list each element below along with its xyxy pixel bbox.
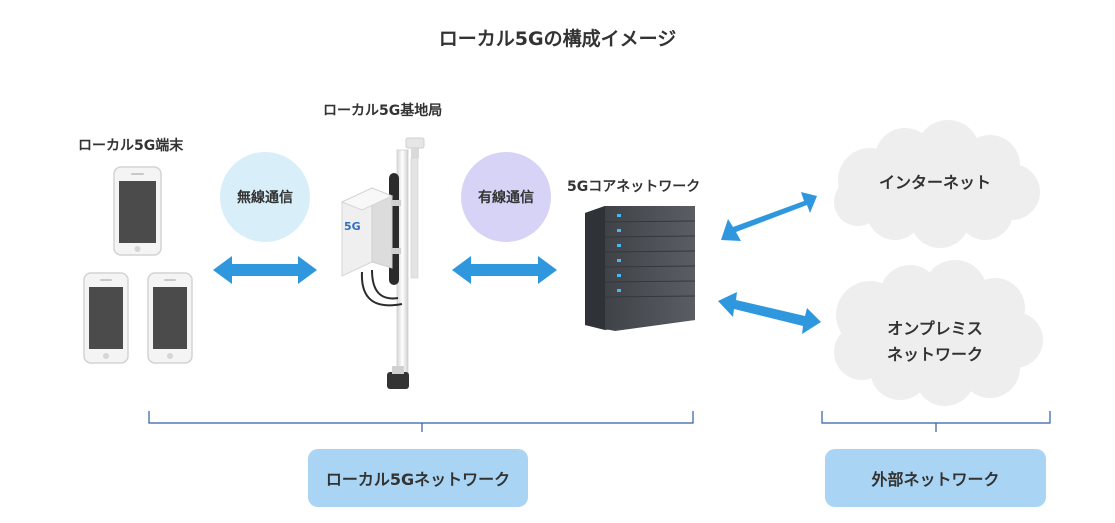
diagram-title: ローカル5Gの構成イメージ [438,28,677,50]
wired-bubble: 有線通信 [461,152,551,242]
antenna-5g-badge: 5G [344,220,361,233]
core-network-label: 5Gコアネットワーク [567,179,701,195]
onprem-label-line2: ネットワーク [886,345,983,364]
base-station-icon [340,137,425,389]
smartphone-icon [83,272,129,364]
external-network-pill-text: 外部ネットワーク [871,470,1000,489]
terminal-label: ローカル5G端末 [78,138,184,154]
server-icon [585,206,696,331]
smartphone-icon [113,166,162,256]
wireless-bubble-text: 無線通信 [237,190,293,206]
internet-label: インターネット [840,170,1030,196]
local-network-pill: ローカル5Gネットワーク [308,449,528,507]
wireless-bubble: 無線通信 [220,152,310,242]
smartphone-icon [147,272,193,364]
onprem-label: オンプレミス ネットワーク [840,316,1030,368]
external-network-brace [821,411,1051,432]
internet-label-text: インターネット [878,173,991,192]
external-network-pill: 外部ネットワーク [825,449,1046,507]
wireless-arrow [213,256,317,284]
local-network-brace [148,411,694,432]
base-station-label: ローカル5G基地局 [323,103,443,119]
onprem-cloud [834,260,1043,406]
internet-arrow [721,192,817,241]
internet-cloud [834,120,1040,248]
onprem-arrow [718,292,821,334]
wired-arrow [452,256,557,284]
onprem-label-line1: オンプレミス [887,319,983,338]
wired-bubble-text: 有線通信 [478,190,534,206]
local-network-pill-text: ローカル5Gネットワーク [325,470,511,489]
